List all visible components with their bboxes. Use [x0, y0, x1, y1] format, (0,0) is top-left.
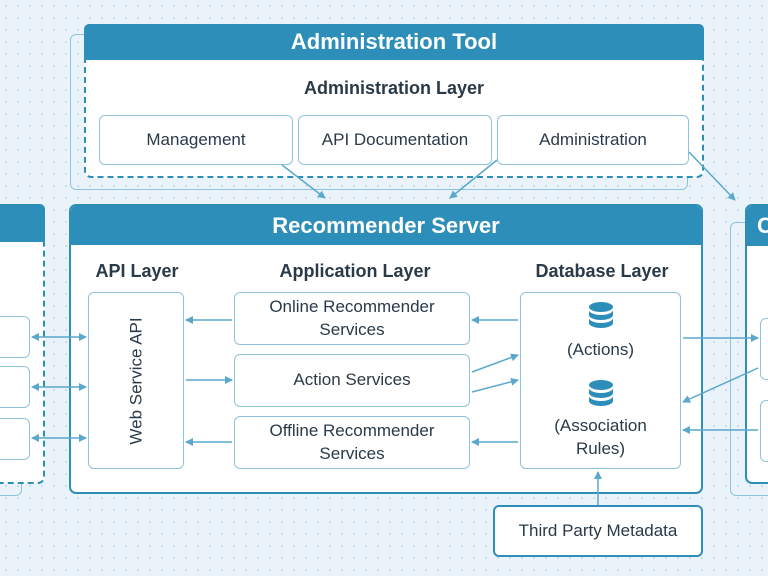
left-client-box-2[interactable] [0, 366, 30, 408]
association-rules-store-label: (Association Rules) [554, 416, 647, 458]
left-client-box-1[interactable] [0, 316, 30, 358]
database-box[interactable]: (Actions) (Association Rules) [520, 292, 681, 469]
arrow-action-to-db-2 [471, 377, 519, 393]
admin-tool-header: Administration Tool [84, 24, 704, 60]
api-documentation-box[interactable]: API Documentation [298, 115, 492, 165]
admin-tool-title: Administration Tool [290, 29, 498, 54]
api-documentation-label: API Documentation [321, 129, 469, 149]
recommender-server-header: Recommender Server [71, 206, 701, 245]
web-service-api-box[interactable]: Web Service API [88, 292, 184, 469]
left-client-box-3[interactable] [0, 418, 30, 460]
management-box[interactable]: Management [99, 115, 293, 165]
online-recommender-services-label: Online Recommender Services [269, 296, 435, 339]
right-client-box-2[interactable] [760, 400, 768, 462]
left-client-header [0, 204, 45, 242]
third-party-metadata-box[interactable]: Third Party Metadata [493, 505, 703, 557]
right-client-title: C [757, 213, 768, 239]
arrow-right-to-db-2 [682, 367, 759, 403]
database-layer-title: Database Layer [535, 261, 669, 281]
offline-recommender-services-label: Offline Recommender Services [269, 420, 435, 463]
arrow-administration-to-right [688, 151, 736, 201]
right-client-header: C [747, 206, 768, 246]
action-services-box[interactable]: Action Services [234, 354, 470, 407]
recommender-server-title: Recommender Server [272, 212, 500, 238]
online-recommender-services-box[interactable]: Online Recommender Services [234, 292, 470, 345]
management-label: Management [146, 129, 246, 149]
third-party-metadata-label: Third Party Metadata [518, 520, 678, 540]
api-layer-title: API Layer [95, 261, 179, 281]
administration-box[interactable]: Administration [497, 115, 689, 165]
action-services-label: Action Services [293, 370, 411, 390]
association-rules-database-icon [589, 380, 613, 406]
actions-store-label: (Actions) [566, 340, 635, 359]
arrow-action-to-db-1 [471, 353, 519, 373]
arrow-api-doc-to-server [449, 159, 498, 199]
arrow-management-to-server [281, 164, 326, 199]
administration-label: Administration [539, 129, 647, 149]
application-layer-title: Application Layer [279, 261, 431, 281]
admin-layer-title: Administration Layer [303, 78, 485, 98]
right-client-box-1[interactable] [760, 318, 768, 380]
offline-recommender-services-box[interactable]: Offline Recommender Services [234, 416, 470, 469]
actions-database-icon [589, 302, 613, 328]
